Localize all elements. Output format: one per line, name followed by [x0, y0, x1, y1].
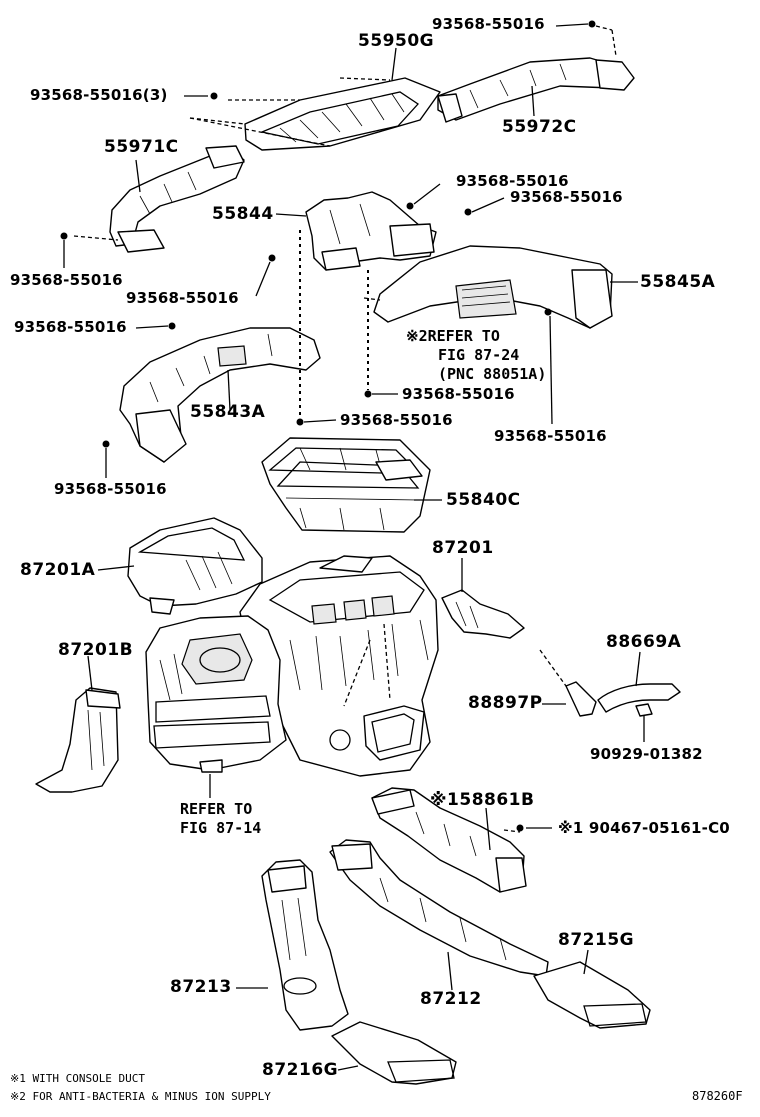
duct-55971C	[73, 145, 245, 253]
duct-87213	[261, 859, 349, 1031]
part-label-55950G: 55950G	[358, 31, 435, 51]
hose-88669A	[539, 649, 681, 717]
refer14-line-2: FIG 87-14	[180, 819, 262, 837]
note-mark-2: ※2	[406, 327, 428, 345]
blower-unit	[145, 615, 287, 773]
part-label-93568-i: 93568-55016	[54, 480, 167, 498]
hvac-main-unit	[239, 555, 439, 777]
part-label-88897P: 88897P	[468, 693, 543, 713]
refer-line-1: ※2REFER TO	[406, 327, 546, 346]
note-mark-1: ※1	[430, 790, 460, 810]
note-mark-1b: ※1	[558, 819, 584, 837]
part-label-93568-c: 93568-55016	[510, 188, 623, 206]
duct-87212	[329, 839, 549, 977]
part-label-87201B: 87201B	[58, 640, 134, 660]
case-55840C	[261, 437, 431, 533]
part-number-90467: 90467-05161-C0	[588, 819, 730, 837]
part-label-55843A: 55843A	[190, 402, 266, 422]
refer-line-3: (PNC 88051A)	[438, 365, 547, 383]
part-label-93568-f: 93568-55016	[402, 385, 515, 403]
refer-line-2: FIG 87-24	[438, 346, 520, 364]
diagram-code: 878260F	[692, 1089, 743, 1103]
duct-55950G	[189, 77, 441, 151]
part-label-93568-b: 93568-55016	[456, 172, 569, 190]
part-label-93568-e: 93568-55016	[14, 318, 127, 336]
part-label-87215G: 87215G	[558, 930, 635, 950]
part-label-93568-h: 93568-55016	[494, 427, 607, 445]
part-label-55971C: 55971C	[104, 137, 179, 157]
unit-87201A	[127, 517, 263, 615]
part-label-55972C: 55972C	[502, 117, 577, 137]
part-label-55845A: 55845A	[640, 272, 716, 292]
part-number-58861B: 58861B	[459, 790, 535, 810]
part-label-55840C: 55840C	[446, 490, 521, 510]
refer14-line-1: REFER TO	[180, 800, 253, 818]
part-label-93568-top: 93568-55016	[432, 15, 545, 33]
assembly-dash-lines	[299, 230, 391, 707]
duct-55844	[305, 191, 437, 271]
refer-fig-87-24[interactable]: ※2REFER TO FIG 87-24 (PNC 88051A)	[406, 327, 546, 384]
refer-fig-87-14[interactable]: REFER TO FIG 87-14	[180, 800, 261, 838]
duct-58861B	[371, 787, 527, 893]
part-label-90929-01382: 90929-01382	[590, 745, 703, 763]
part-label-55844: 55844	[212, 204, 274, 224]
duct-87216G	[331, 1021, 457, 1085]
part-label-87201A: 87201A	[20, 560, 96, 580]
footnote-2: ※2 FOR ANTI-BACTERIA & MINUS ION SUPPLY	[10, 1090, 271, 1103]
duct-55972C	[437, 25, 635, 123]
refer-text: REFER TO	[427, 327, 500, 345]
part-label-88669A: 88669A	[606, 632, 682, 652]
part-label-87201: 87201	[432, 538, 494, 558]
part-label-93568-x3: 93568-55016(3)	[30, 86, 168, 104]
part-label-87212: 87212	[420, 989, 482, 1009]
part-label-93568-g: 93568-55016	[340, 411, 453, 429]
part-87201	[441, 589, 525, 639]
part-label-90467-05161-C0: ※1 90467-05161-C0	[558, 821, 730, 836]
duct-87201B	[35, 687, 121, 793]
part-label-93568-d: 93568-55016	[126, 289, 239, 307]
part-label-87216G: 87216G	[262, 1060, 339, 1080]
duct-55845A	[363, 245, 613, 329]
footnote-1: ※1 WITH CONSOLE DUCT	[10, 1072, 146, 1085]
duct-87215G	[533, 961, 651, 1029]
part-label-58861B: ※158861B	[430, 792, 534, 809]
bolt-symbols	[60, 20, 596, 832]
part-label-87213: 87213	[170, 977, 232, 997]
part-label-93568-a: 93568-55016	[10, 271, 123, 289]
leader-lines	[63, 23, 645, 1071]
duct-55843A	[119, 327, 321, 463]
